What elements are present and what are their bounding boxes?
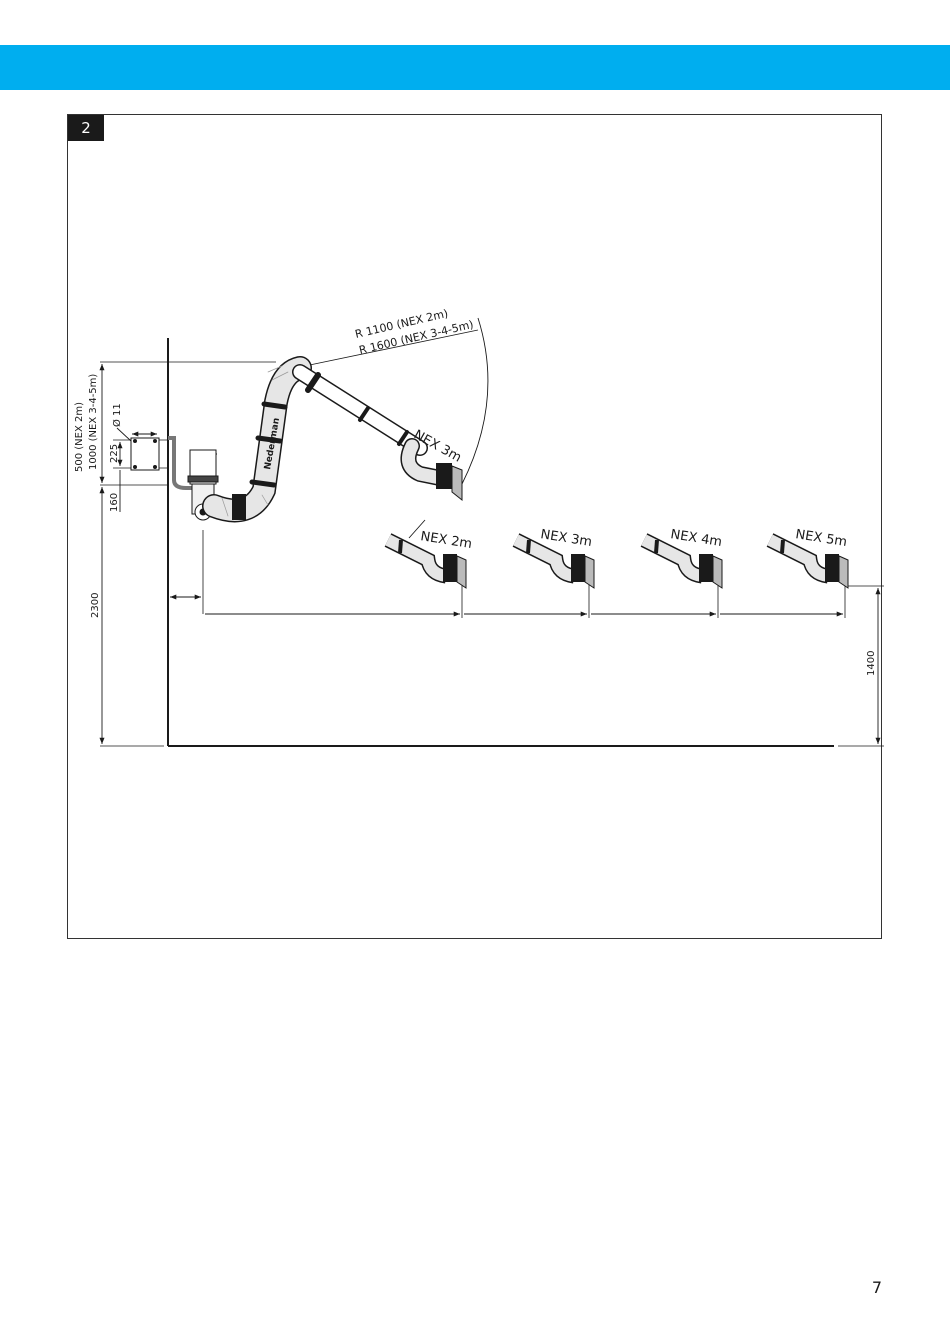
mount-height-label-2: 1000 (NEX 3-4-5m) xyxy=(88,374,99,470)
wall-height-label: 2300 xyxy=(90,593,101,618)
position-label-nex-3m: NEX 3m xyxy=(539,527,593,550)
arm-hood xyxy=(436,463,452,489)
position-label-nex-5m: NEX 5m xyxy=(794,527,848,550)
dimension-lines xyxy=(102,318,878,744)
arm-hood-flange xyxy=(452,466,462,500)
hole-diameter-label: Ø 11 xyxy=(111,403,123,427)
bracket-offset-label: 160 xyxy=(109,493,120,512)
radius-arc xyxy=(462,318,488,484)
page-number: 7 xyxy=(872,1278,882,1297)
arm-band xyxy=(252,482,274,485)
position-label-nex-4m: NEX 4m xyxy=(669,527,723,550)
working-height-label: 1400 xyxy=(866,651,877,676)
position-label-nex-2m: NEX 2m xyxy=(419,529,473,552)
extension-lines xyxy=(100,362,884,746)
arm-joint xyxy=(232,494,246,520)
mount-height-label-1: 500 (NEX 2m) xyxy=(74,402,85,472)
arm-band xyxy=(264,404,285,407)
leader-hole xyxy=(117,428,131,441)
bracket-spacing-label: 225 xyxy=(109,444,120,463)
wall-bracket xyxy=(131,438,192,488)
